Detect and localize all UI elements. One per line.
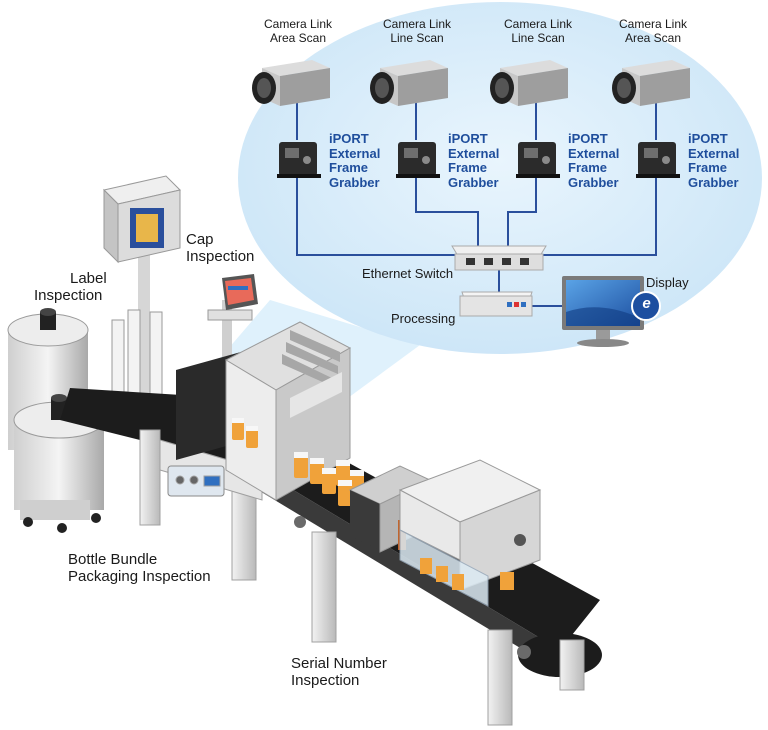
camera-label: Camera Link Area Scan: [253, 17, 343, 46]
station-type: Packaging Inspection: [68, 568, 211, 586]
fg-grabber: Grabber: [688, 174, 739, 190]
station-type: Inspection: [34, 287, 103, 305]
label-inspection-label: Label Inspection: [34, 270, 107, 305]
frame-grabber-label: iPORT External Frame Grabber: [329, 131, 381, 190]
bundle-packaging-machine: [348, 459, 542, 607]
camera-label: Camera Link Area Scan: [608, 17, 698, 46]
frame-grabber-icon: [516, 142, 560, 178]
camera-icon: [370, 60, 448, 106]
display-logo: e: [642, 295, 651, 312]
frame-grabber-icon: [396, 142, 440, 178]
display-label: Display: [646, 275, 689, 290]
camera-scan: Line Scan: [390, 30, 444, 45]
capping-machine: [176, 321, 352, 501]
fg-type: External: [329, 145, 381, 161]
camera-type: Camera Link: [503, 17, 573, 31]
camera-label: Camera Link Line Scan: [372, 17, 462, 46]
station-name: Serial Number: [291, 655, 387, 672]
display-monitor-icon: [562, 276, 661, 347]
station-type: Inspection: [186, 248, 255, 266]
ethernet-switch-icon: [451, 245, 547, 271]
fg-brand: iPORT: [448, 131, 488, 146]
processing-unit-icon: [459, 291, 533, 317]
station-name: Bottle Bundle: [68, 551, 158, 568]
camera-scan: Area Scan: [269, 30, 327, 45]
camera-label: Camera Link Line Scan: [493, 17, 583, 46]
camera-type: Camera Link: [618, 17, 688, 31]
fg-frame: Frame: [688, 160, 728, 176]
camera-icon: [490, 60, 568, 106]
camera-scan: Line Scan: [511, 30, 565, 45]
fg-type: External: [688, 145, 740, 161]
frame-grabber-label: iPORT External Frame Grabber: [448, 131, 500, 190]
fg-frame: Frame: [568, 160, 608, 176]
label-drum-machine: [7, 308, 105, 533]
fg-grabber: Grabber: [448, 174, 499, 190]
fg-frame: Frame: [448, 160, 488, 176]
fg-type: External: [448, 145, 500, 161]
fg-frame: Frame: [329, 160, 369, 176]
frame-grabber-label: iPORT External Frame Grabber: [568, 131, 620, 190]
fg-brand: iPORT: [329, 131, 369, 146]
serial-inspection-label: Serial Number Inspection: [291, 655, 387, 690]
frame-grabber-icon: [277, 142, 321, 178]
camera-type: Camera Link: [263, 17, 333, 31]
station-name: Cap: [186, 231, 214, 248]
cap-inspection-hmi: [207, 274, 258, 360]
camera-icon: [252, 60, 330, 106]
control-cabinet: [103, 175, 181, 420]
fg-brand: iPORT: [568, 131, 608, 146]
frame-grabber-label: iPORT External Frame Grabber: [688, 131, 740, 190]
ethernet-switch-label: Ethernet Switch: [362, 266, 454, 281]
camera-icon: [612, 60, 690, 106]
station-type: Inspection: [291, 672, 360, 690]
fg-type: External: [568, 145, 620, 161]
frame-grabber-icon: [636, 142, 680, 178]
bottle-group: [232, 418, 364, 506]
fg-grabber: Grabber: [568, 174, 619, 190]
fg-grabber: Grabber: [329, 174, 380, 190]
station-name: Label: [70, 270, 107, 287]
bundle-inspection-label: Bottle Bundle Packaging Inspection: [68, 551, 211, 586]
camera-type: Camera Link: [382, 17, 452, 31]
camera-scan: Area Scan: [624, 30, 682, 45]
cap-inspection-label: Cap Inspection: [186, 231, 254, 266]
conveyor-frame: [139, 429, 585, 726]
processing-label: Processing: [391, 311, 456, 326]
fg-brand: iPORT: [688, 131, 728, 146]
link-lines: [296, 98, 657, 307]
